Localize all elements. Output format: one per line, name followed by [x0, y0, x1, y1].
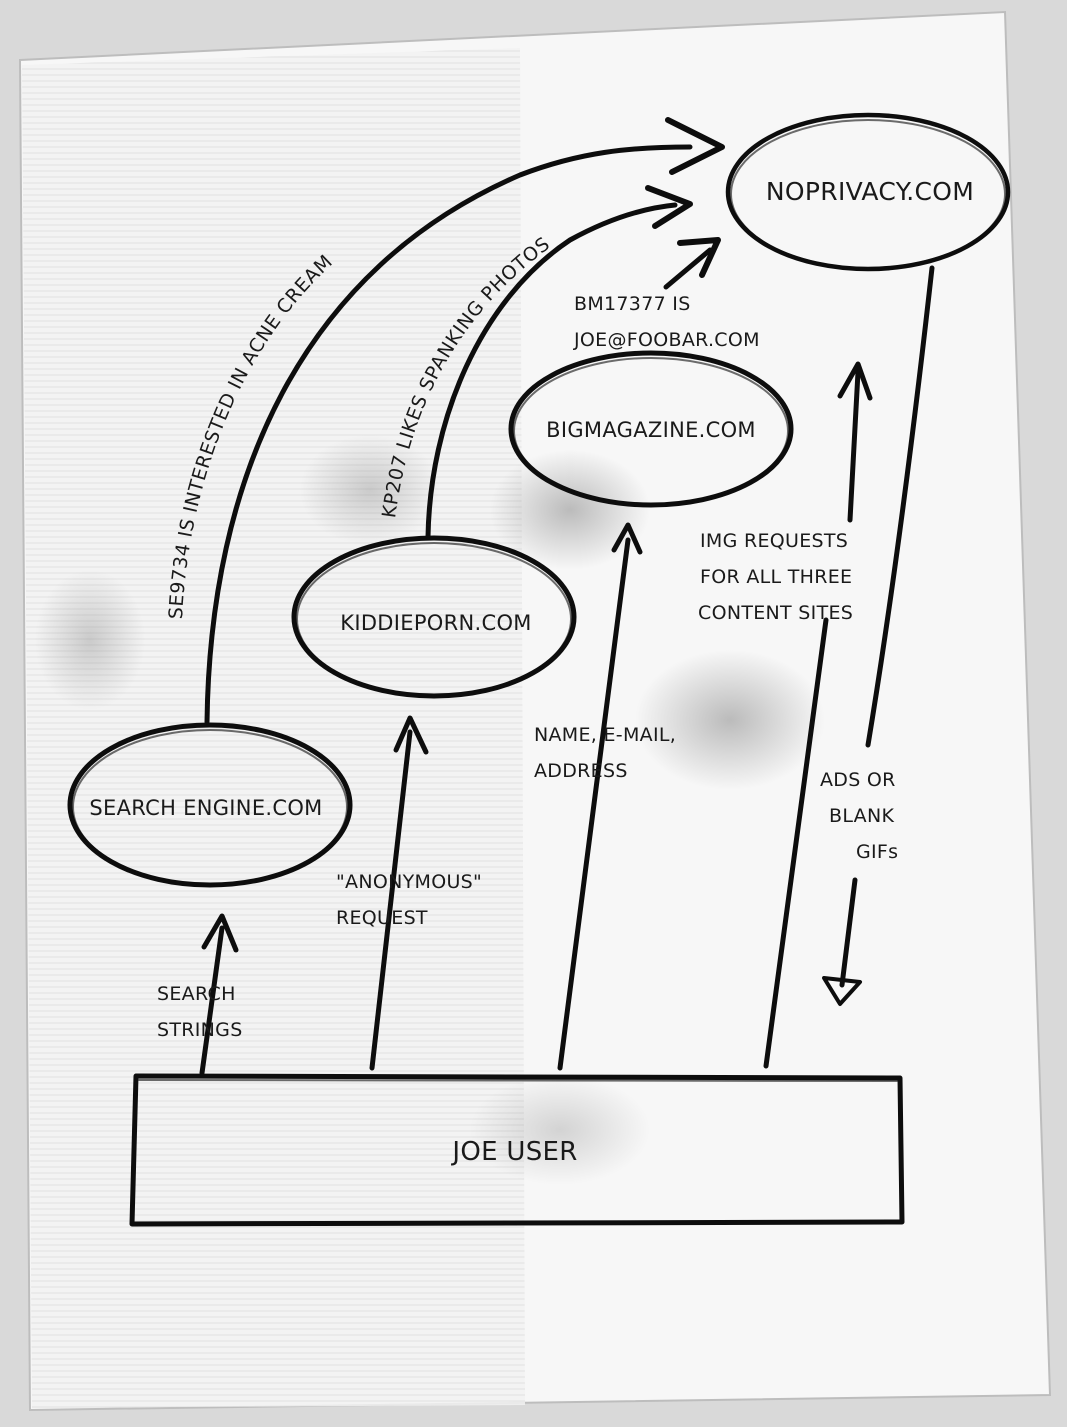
edge-ads: ADS OR BLANK GIFs	[820, 265, 935, 1006]
ads-label-2: BLANK	[829, 805, 894, 827]
edge-img-requests: IMG REQUESTS FOR ALL THREE CONTENT SITES	[698, 361, 873, 1069]
anonymous-request-label-1: "ANONYMOUS"	[336, 871, 482, 893]
search-engine-label: SEARCH ENGINE.COM	[89, 796, 322, 820]
name-email-label-1: NAME, E-MAIL,	[534, 724, 676, 746]
node-kiddieporn: KIDDIEPORN.COM	[291, 535, 577, 699]
node-noprivacy: NOPRIVACY.COM	[725, 112, 1011, 272]
noprivacy-label: NOPRIVACY.COM	[766, 177, 974, 206]
edge-user-to-bigmag: NAME, E-MAIL, ADDRESS	[534, 522, 676, 1071]
ads-label-3: GIFs	[856, 841, 898, 863]
bm-edge-label-1: BM17377 IS	[574, 293, 691, 315]
ads-label-1: ADS OR	[820, 769, 896, 791]
kiddieporn-label: KIDDIEPORN.COM	[340, 611, 531, 635]
name-email-label-2: ADDRESS	[534, 760, 628, 782]
node-search-engine: SEARCH ENGINE.COM	[67, 722, 353, 888]
joe-user-label: JOE USER	[450, 1137, 577, 1167]
node-joe-user: JOE USER	[129, 1073, 905, 1227]
search-strings-label-2: STRINGS	[157, 1019, 243, 1041]
anonymous-request-label-2: REQUEST	[336, 907, 428, 929]
node-bigmagazine: BIGMAGAZINE.COM	[508, 350, 794, 508]
img-requests-label-3: CONTENT SITES	[698, 602, 853, 624]
edge-user-to-kiddie: "ANONYMOUS" REQUEST	[336, 715, 482, 1071]
search-strings-label-1: SEARCH	[157, 983, 236, 1005]
bm-edge-label-2: JOE@FOOBAR.COM	[573, 329, 760, 351]
bigmagazine-label: BIGMAGAZINE.COM	[546, 418, 756, 442]
napkin-sheet	[18, 10, 1052, 1412]
img-requests-label-2: FOR ALL THREE	[700, 566, 852, 588]
edge-bigmag-to-noprivacy: BM17377 IS JOE@FOOBAR.COM	[573, 237, 760, 351]
edge-user-to-search: SEARCH STRINGS	[157, 913, 243, 1076]
img-requests-label-1: IMG REQUESTS	[700, 530, 848, 552]
